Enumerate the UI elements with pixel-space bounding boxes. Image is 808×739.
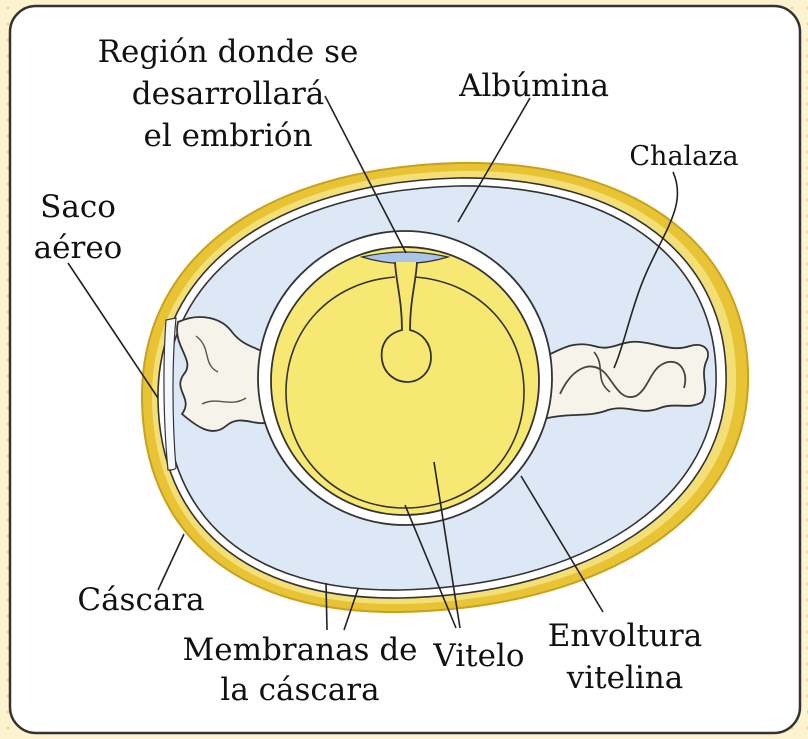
leader-vitelline bbox=[520, 475, 604, 613]
label-vitelline-line2: vitelina bbox=[566, 660, 684, 696]
label-air-sac-line2: aéreo bbox=[34, 230, 123, 266]
chalaza-left bbox=[176, 316, 273, 432]
chalaza-right bbox=[537, 340, 709, 422]
leader-lines bbox=[67, 95, 679, 631]
yolk-group bbox=[257, 230, 553, 526]
leader-albumin bbox=[457, 97, 531, 223]
label-embryo-region-line2: desarrollará bbox=[132, 76, 325, 112]
embryo-region bbox=[359, 251, 451, 265]
leader-yolk-2 bbox=[433, 461, 461, 629]
label-embryo-region-line3: el embrión bbox=[143, 118, 312, 154]
leader-air-sac bbox=[67, 262, 159, 399]
label-chalaza: Chalaza bbox=[629, 141, 738, 172]
label-yolk: Vitelo bbox=[432, 638, 524, 674]
leader-shell bbox=[157, 533, 185, 591]
label-shell-membranes-line2: la cáscara bbox=[220, 672, 379, 708]
leader-chalaza bbox=[613, 171, 679, 369]
label-vitelline-line1: Envoltura bbox=[548, 618, 702, 654]
label-shell: Cáscara bbox=[77, 582, 204, 618]
label-air-sac-line1: Saco bbox=[40, 189, 116, 225]
label-albumin: Albúmina bbox=[458, 68, 609, 104]
air-sac bbox=[163, 317, 177, 471]
label-shell-membranes-line1: Membranas de bbox=[182, 632, 417, 668]
leader-membrane-1 bbox=[325, 582, 328, 631]
leader-yolk-1 bbox=[404, 504, 457, 629]
leader-embryo bbox=[324, 95, 407, 254]
leader-membrane-2 bbox=[343, 588, 359, 631]
label-embryo-region-line1: Región donde se bbox=[98, 34, 359, 70]
